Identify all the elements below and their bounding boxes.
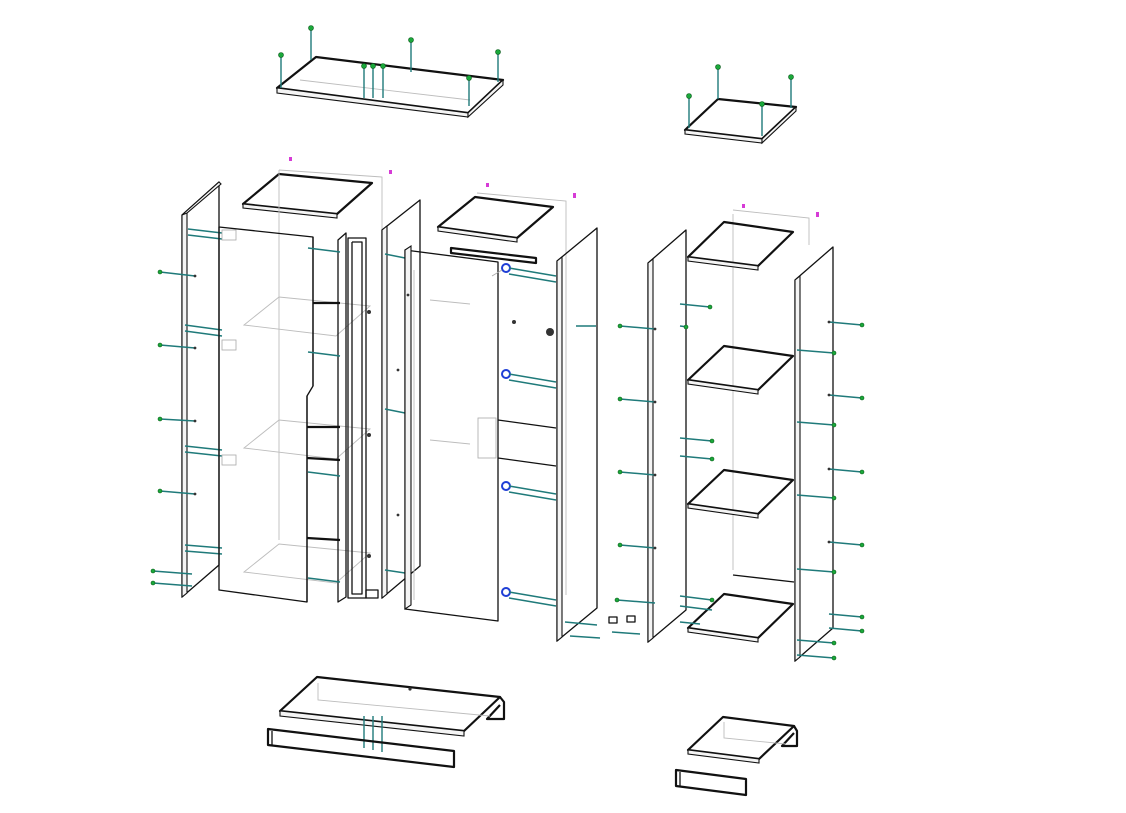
door-panel-2 bbox=[404, 244, 516, 622]
top-panel-large-pins bbox=[278, 25, 501, 106]
side-panel-left-dowels bbox=[150, 228, 223, 587]
cam-locks bbox=[491, 263, 601, 639]
base-panel-small bbox=[686, 715, 799, 764]
side-panel-left bbox=[181, 181, 222, 599]
plinth-small bbox=[674, 768, 748, 797]
shelf-box-1 bbox=[221, 169, 383, 584]
door-panel-1 bbox=[218, 226, 341, 603]
side-panel-right bbox=[794, 246, 834, 663]
top-panel-small-pins bbox=[686, 64, 794, 136]
shelf-box-2 bbox=[429, 192, 567, 595]
open-shelf-dowels bbox=[614, 303, 715, 625]
top-panel-small bbox=[683, 97, 798, 145]
plinth-large bbox=[266, 727, 456, 769]
open-shelf-unit bbox=[647, 209, 810, 644]
side-panel-mid-1-dowels bbox=[307, 247, 406, 583]
base-panel-large-pins bbox=[363, 716, 383, 752]
side-panel-mid-2 bbox=[546, 227, 598, 643]
part-markers bbox=[289, 157, 819, 217]
top-panel-large bbox=[275, 55, 505, 119]
side-panel-right-dowels bbox=[796, 321, 865, 661]
side-panel-mid-1 bbox=[337, 199, 421, 603]
drill-holes bbox=[193, 274, 831, 550]
hardware-parts bbox=[608, 615, 641, 635]
base-panel-large bbox=[278, 675, 506, 737]
